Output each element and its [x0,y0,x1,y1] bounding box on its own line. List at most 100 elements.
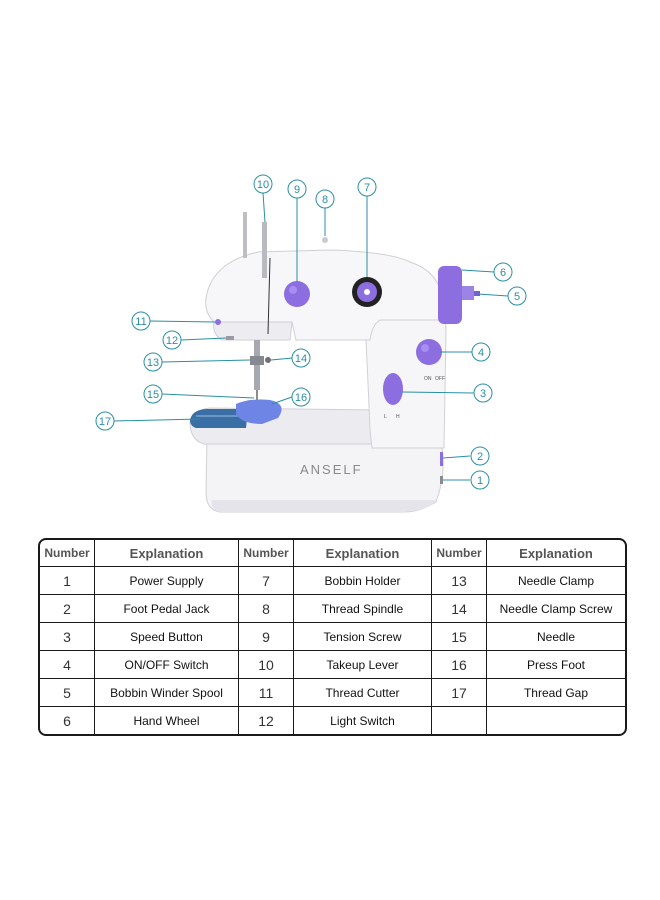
table-row: 5 Bobbin Winder Spool 11 Thread Cutter 1… [40,679,625,707]
table-cell-explanation: Tension Screw [294,623,432,651]
table-row: 6 Hand Wheel 12 Light Switch [40,707,625,734]
table-cell-number: 2 [40,595,95,623]
callout-4: 4 [471,342,491,362]
svg-text:15: 15 [147,389,159,401]
speed-low-label: L [384,414,387,420]
column-header: Number [432,540,487,567]
table-cell-number: 16 [432,651,487,679]
callout-11: 11 [131,311,151,331]
callout-14: 14 [291,348,311,368]
bobbin-winder-spool [474,291,480,296]
svg-text:12: 12 [166,335,178,347]
table-cell-explanation: Press Foot [487,651,625,679]
svg-text:6: 6 [500,267,506,279]
svg-text:14: 14 [295,353,307,365]
tension-screw [284,281,310,307]
table-cell-number: 8 [239,595,294,623]
callout-16: 16 [291,387,311,407]
needle-clamp [250,356,264,365]
callout-7: 7 [357,177,377,197]
svg-text:13: 13 [147,357,159,369]
table-cell-explanation: Thread Gap [487,679,625,707]
thread-gap-tray [190,409,248,428]
column-header: Number [239,540,294,567]
svg-text:4: 4 [478,347,484,359]
speed-button [383,373,403,405]
switch-on-label: ON [424,376,432,382]
callout-12: 12 [162,330,182,350]
column-header: Explanation [294,540,432,567]
callout-17: 17 [95,411,115,431]
svg-text:5: 5 [514,291,520,303]
table-cell-number [432,707,487,734]
table-cell-number: 3 [40,623,95,651]
press-foot [236,399,282,424]
table-cell-number: 14 [432,595,487,623]
svg-text:7: 7 [364,182,370,194]
callout-1: 1 [470,470,490,490]
table-cell-explanation [487,707,625,734]
speed-high-label: H [396,414,400,420]
table-row: 2 Foot Pedal Jack 8 Thread Spindle 14 Ne… [40,595,625,623]
callout-8: 8 [315,189,335,209]
table-cell-explanation: Bobbin Winder Spool [95,679,239,707]
callout-15: 15 [143,384,163,404]
sewing-machine-diagram: ON OFF L H ANSELF 1 2 3 4 5 6 7 8 [95,174,527,513]
table-row: 3 Speed Button 9 Tension Screw 15 Needle [40,623,625,651]
switch-off-label: OFF [435,376,445,382]
table-cell-explanation: Light Switch [294,707,432,734]
table-cell-explanation: Takeup Lever [294,651,432,679]
callout-2: 2 [470,446,490,466]
table-cell-number: 10 [239,651,294,679]
callout-6: 6 [493,262,513,282]
column-header: Explanation [95,540,239,567]
needle-head [213,321,293,341]
column-header: Explanation [487,540,625,567]
callout-13: 13 [143,352,163,372]
brand-logo: ANSELF [300,462,363,477]
table-cell-explanation: Needle Clamp [487,567,625,595]
table-cell-explanation: Needle [487,623,625,651]
on-off-switch [416,339,442,365]
svg-text:9: 9 [294,184,300,196]
takeup-lever [262,222,267,278]
hand-wheel [438,266,462,324]
table-cell-number: 7 [239,567,294,595]
thread-cutter [215,319,221,325]
table-cell-explanation: Power Supply [95,567,239,595]
svg-text:1: 1 [477,475,483,487]
needle-clamp-screw [265,357,271,363]
callout-10: 10 [253,174,273,194]
svg-text:16: 16 [295,392,307,404]
callout-3: 3 [473,383,493,403]
light-switch [226,336,234,340]
table-cell-explanation: Thread Spindle [294,595,432,623]
table-cell-number: 17 [432,679,487,707]
table-row: 1 Power Supply 7 Bobbin Holder 13 Needle… [40,567,625,595]
base-shadow [211,500,436,512]
table-cell-number: 9 [239,623,294,651]
table-cell-explanation: ON/OFF Switch [95,651,239,679]
foot-pedal-jack [440,452,443,466]
table-cell-explanation: Speed Button [95,623,239,651]
svg-text:3: 3 [480,388,486,400]
table-cell-number: 5 [40,679,95,707]
table-cell-number: 15 [432,623,487,651]
table-cell-explanation: Bobbin Holder [294,567,432,595]
parts-table: Number Explanation Number Explanation Nu… [38,538,627,736]
svg-text:2: 2 [477,451,483,463]
callout-5: 5 [507,286,527,306]
table-cell-number: 4 [40,651,95,679]
table-cell-number: 11 [239,679,294,707]
table-row: 4 ON/OFF Switch 10 Takeup Lever 16 Press… [40,651,625,679]
table-cell-number: 1 [40,567,95,595]
svg-text:10: 10 [257,179,269,191]
thread-spindle [243,212,247,258]
column-header: Number [40,540,95,567]
svg-text:11: 11 [135,316,146,328]
power-supply-port [440,476,443,484]
table-cell-number: 13 [432,567,487,595]
table-cell-explanation: Hand Wheel [95,707,239,734]
table-cell-explanation: Foot Pedal Jack [95,595,239,623]
callout-9: 9 [287,179,307,199]
